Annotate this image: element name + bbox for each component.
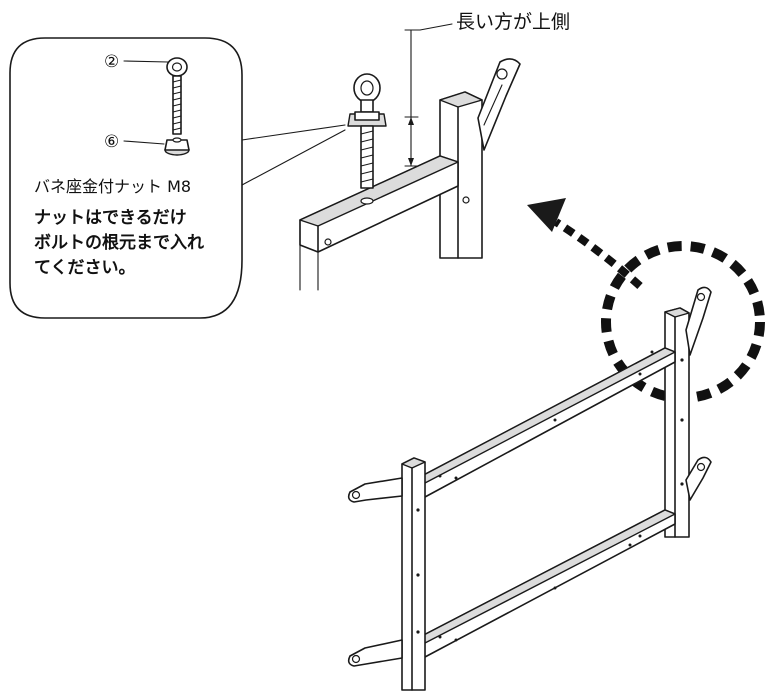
flange-nut-small <box>164 137 190 156</box>
nut-name-label: バネ座金付ナット M8 <box>34 177 191 196</box>
inset-callout <box>9 37 346 319</box>
detail-frame-corner <box>299 23 521 291</box>
eye-bolt-detail <box>347 73 387 189</box>
part-6-label: ⑥ <box>104 132 119 152</box>
instruction-line-3: てください。 <box>34 258 136 278</box>
part-2-label: ② <box>104 52 119 72</box>
eye-bolt-small <box>166 57 188 135</box>
dashed-arrow-icon <box>527 198 643 289</box>
top-side-label: 長い方が上側 <box>456 11 570 33</box>
full-frame <box>347 286 712 691</box>
instruction-line-2: ボルトの根元まで入れ <box>34 232 204 253</box>
instruction-line-1: ナットはできるだけ <box>34 208 187 228</box>
